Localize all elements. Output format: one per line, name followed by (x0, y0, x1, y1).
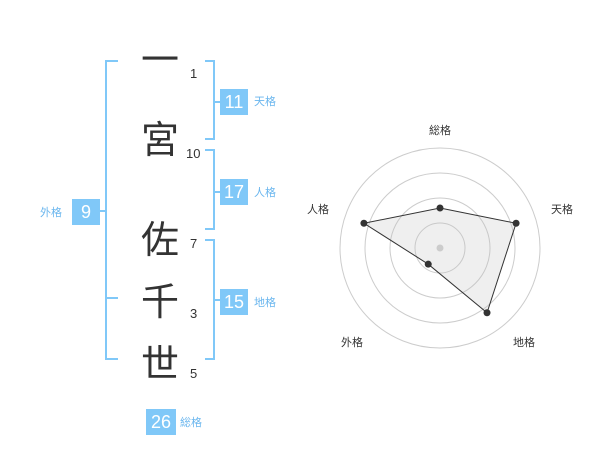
radar-point-3 (483, 309, 491, 317)
name-char-2: 宮 (140, 118, 179, 162)
stroke-count-4: 3 (190, 306, 198, 321)
jinkaku-value: 17 (220, 179, 248, 205)
name-char-5: 世 (140, 342, 179, 386)
name-char-4: 千 (140, 280, 179, 324)
radar-label-soukaku: 総格 (429, 124, 451, 137)
radar-point-1 (436, 204, 444, 212)
stroke-count-5: 5 (190, 366, 198, 381)
radar-point-2 (512, 219, 520, 227)
name-char-3: 佐 (140, 218, 179, 262)
radar-ring (339, 147, 541, 349)
stroke-count-2: 10 (186, 146, 201, 161)
tenkaku-label: 天格 (254, 95, 276, 108)
radar-ring (364, 172, 516, 324)
soukaku-label: 総格 (180, 416, 202, 429)
jinkaku-label: 人格 (254, 186, 276, 199)
radar-polygon (362, 207, 517, 314)
radar-label-jinkaku: 人格 (307, 203, 329, 216)
radar-center-point (436, 244, 444, 252)
tenkaku-bracket (205, 60, 215, 140)
name-char-1: 一 (140, 38, 179, 82)
chikaku-label: 地格 (254, 296, 276, 309)
tenkaku-value: 11 (220, 89, 248, 115)
stroke-count-1: 1 (190, 66, 198, 81)
radar-label-gaikaku: 外格 (341, 336, 363, 349)
radar-point-5 (360, 219, 368, 227)
gaikaku-value: 9 (72, 199, 100, 225)
radar-ring (389, 197, 491, 299)
chikaku-value: 15 (220, 289, 248, 315)
radar-point-4 (424, 260, 432, 268)
stroke-count-3: 7 (190, 236, 198, 251)
jinkaku-bracket (205, 149, 215, 230)
gaikaku-label: 外格 (40, 206, 62, 219)
radar-ring (414, 222, 466, 274)
soukaku-value: 26 (146, 409, 176, 435)
radar-label-tenkaku: 天格 (551, 203, 573, 216)
radar-label-chikaku: 地格 (513, 336, 535, 349)
